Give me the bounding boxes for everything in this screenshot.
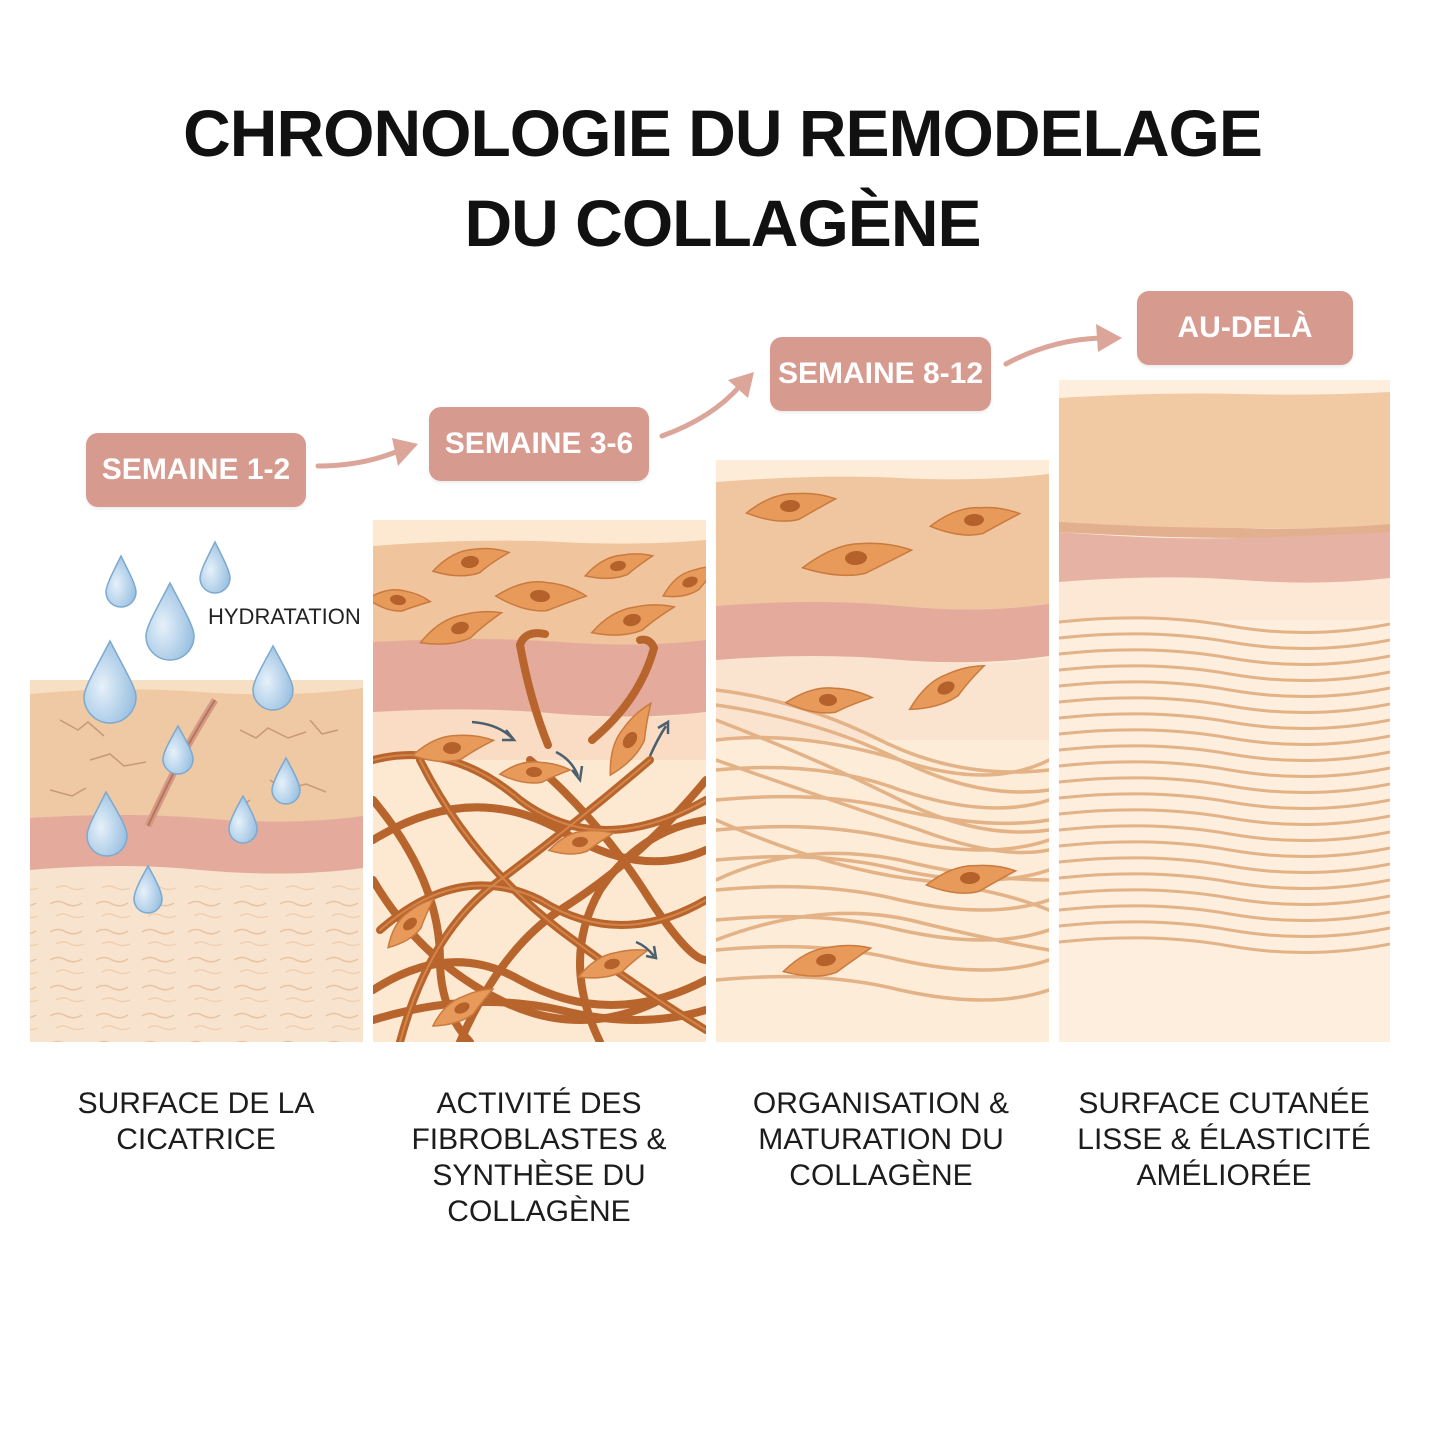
water-droplet-icon — [86, 790, 128, 857]
title-line-1: CHRONOLOGIE DU REMODELAGE — [183, 96, 1263, 170]
fibroblast-cell-icon — [431, 988, 495, 1027]
hydration-droplets — [83, 540, 301, 914]
caption-stage-2: ACTIVITÉ DES FIBROBLASTES & SYNTHÈSE DU … — [374, 1086, 704, 1230]
title-line-2: DU COLLAGÈNE — [464, 186, 982, 260]
caption-line: COLLAGÈNE — [447, 1195, 631, 1228]
caption-line: LISSE & ÉLASTICITÉ — [1077, 1123, 1371, 1156]
migration-arrows — [471, 719, 670, 960]
water-droplet-icon — [252, 644, 294, 711]
caption-line: SURFACE DE LA — [77, 1087, 315, 1120]
caption-stage-3: ORGANISATION & MATURATION DU COLLAGÈNE — [716, 1086, 1046, 1194]
water-droplet-icon — [145, 581, 195, 661]
collagen-fibers-organized — [1059, 616, 1390, 955]
progress-arrow-icon — [659, 383, 743, 439]
page-title: CHRONOLOGIE DU REMODELAGE DU COLLAGÈNE — [0, 88, 1445, 268]
water-droplet-icon — [133, 864, 163, 914]
water-droplet-icon — [228, 794, 258, 844]
caption-stage-1: SURFACE DE LA CICATRICE — [31, 1086, 361, 1158]
fibroblast-cells — [744, 492, 1022, 977]
progress-arrow-icon — [315, 449, 399, 469]
caption-line: MATURATION DU — [758, 1123, 1004, 1156]
caption-line: ACTIVITÉ DES — [436, 1087, 642, 1120]
panel-smooth-skin — [1059, 380, 1390, 1042]
caption-line: COLLAGÈNE — [789, 1159, 973, 1192]
hydration-label: HYDRATATION — [208, 604, 361, 629]
panel-fibroblast-activity — [373, 520, 706, 1042]
caption-line: SURFACE CUTANÉE — [1078, 1087, 1370, 1120]
panel-scar-surface — [30, 680, 363, 1042]
caption-line: CICATRICE — [116, 1123, 276, 1156]
caption-line: ORGANISATION & — [752, 1087, 1010, 1120]
caption-line: SYNTHÈSE DU — [432, 1159, 646, 1192]
caption-stage-4: SURFACE CUTANÉE LISSE & ÉLASTICITÉ AMÉLI… — [1059, 1086, 1389, 1194]
badge-week-3-6: SEMAINE 3-6 — [429, 407, 649, 481]
timeline-arrows — [315, 335, 1103, 469]
water-droplet-icon — [271, 756, 301, 805]
badge-beyond: AU-DELÀ — [1137, 291, 1353, 365]
progress-arrow-icon — [1003, 335, 1103, 367]
timeline-arrowheads — [392, 324, 1122, 466]
water-droplet-icon — [105, 554, 137, 608]
badge-week-1-2: SEMAINE 1-2 — [86, 433, 306, 507]
water-droplet-icon — [162, 724, 194, 775]
caption-line: FIBROBLASTES & — [411, 1123, 667, 1156]
water-droplet-icon — [83, 639, 137, 724]
panel-collagen-organisation — [716, 460, 1049, 1042]
water-droplet-icon — [199, 540, 231, 594]
badge-week-8-12: SEMAINE 8-12 — [770, 337, 991, 411]
caption-line: AMÉLIORÉE — [1136, 1159, 1312, 1192]
